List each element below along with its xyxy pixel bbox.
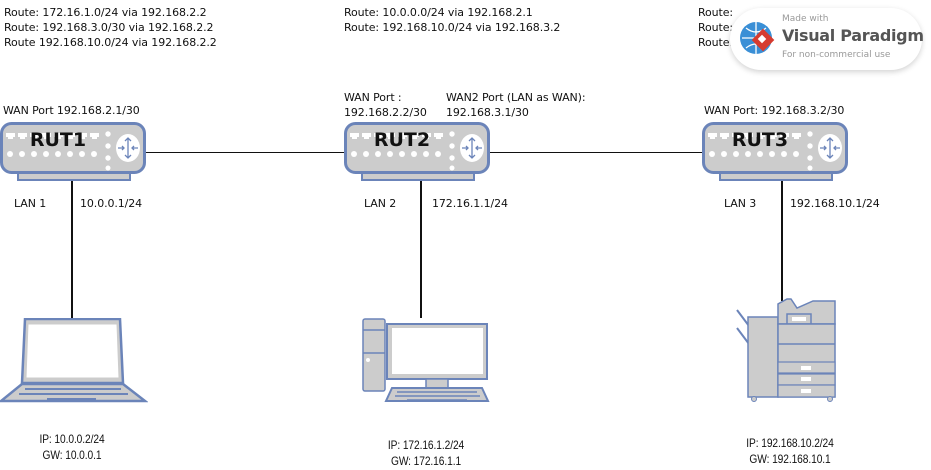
laptop-gw: GW: 10.0.0.1	[42, 448, 102, 462]
rut1-route-3: Route 192.168.10.0/24 via 192.168.2.2	[4, 36, 217, 49]
rut2-route-2: Route: 192.168.10.0/24 via 192.168.3.2	[344, 21, 561, 34]
router-rut3[interactable]: RUT3	[702, 122, 848, 182]
visual-paradigm-logo-icon	[740, 22, 775, 54]
router-icon	[702, 122, 848, 185]
link-rut2-rut3	[488, 152, 703, 153]
printer-icon[interactable]	[735, 298, 845, 402]
router-rut2[interactable]: RUT2	[344, 122, 490, 182]
rut2-wan2-label: WAN2 Port (LAN as WAN):	[446, 91, 586, 104]
laptop-icon[interactable]	[0, 318, 148, 404]
printer-ip: IP: 192.168.10.2/24	[746, 436, 834, 450]
rut1-route-1: Route: 172.16.1.0/24 via 192.168.2.2	[4, 6, 207, 19]
router-rut1[interactable]: RUT1	[0, 122, 146, 182]
rut2-lan-name: LAN 2	[364, 197, 397, 210]
rut3-lan-name: LAN 3	[724, 197, 757, 210]
link-rut1-rut2	[145, 152, 345, 153]
watermark-line1: Made with	[782, 14, 829, 24]
link-rut1-laptop	[71, 181, 73, 319]
rut3-lan-ip: 192.168.10.1/24	[790, 197, 880, 210]
rut1-lan-ip: 10.0.0.1/24	[80, 197, 143, 210]
printer-gw: GW: 192.168.10.1	[749, 452, 831, 466]
rut1-wan-label: WAN Port 192.168.2.1/30	[3, 104, 140, 117]
laptop-ip: IP: 10.0.0.2/24	[39, 432, 105, 446]
router-name: RUT2	[373, 129, 431, 151]
router-icon	[0, 122, 146, 185]
rut3-route-2: Route:	[698, 21, 734, 34]
link-rut3-printer	[781, 181, 783, 301]
rut2-wan-ip: 192.168.2.2/30	[344, 106, 427, 119]
router-name: RUT1	[29, 129, 87, 151]
router-icon	[344, 122, 490, 185]
rut1-route-2: Route: 192.168.3.0/30 via 192.168.2.2	[4, 21, 214, 34]
watermark-line3: For non-commercial use	[782, 50, 891, 60]
rut2-route-1: Route: 10.0.0.0/24 via 192.168.2.1	[344, 6, 533, 19]
rut1-lan-name: LAN 1	[14, 197, 47, 210]
desktop-gw: GW: 172.16.1.1	[390, 454, 462, 468]
rut3-route-1: Route:	[698, 6, 734, 19]
watermark-line2: Visual Paradigm	[782, 26, 924, 45]
rut2-lan-ip: 172.16.1.1/24	[432, 197, 508, 210]
router-name: RUT3	[731, 129, 789, 151]
rut2-wan-label: WAN Port :	[344, 91, 402, 104]
rut2-wan2-ip: 192.168.3.1/30	[446, 106, 529, 119]
rut3-wan-label: WAN Port: 192.168.3.2/30	[704, 104, 845, 117]
rut3-route-3: Route:	[698, 36, 734, 49]
desktop-ip: IP: 172.16.1.2/24	[387, 438, 465, 452]
visual-paradigm-watermark: Made with Visual Paradigm For non-commer…	[730, 8, 924, 70]
link-rut2-desktop	[420, 181, 422, 318]
desktop-computer-icon[interactable]	[362, 318, 490, 404]
